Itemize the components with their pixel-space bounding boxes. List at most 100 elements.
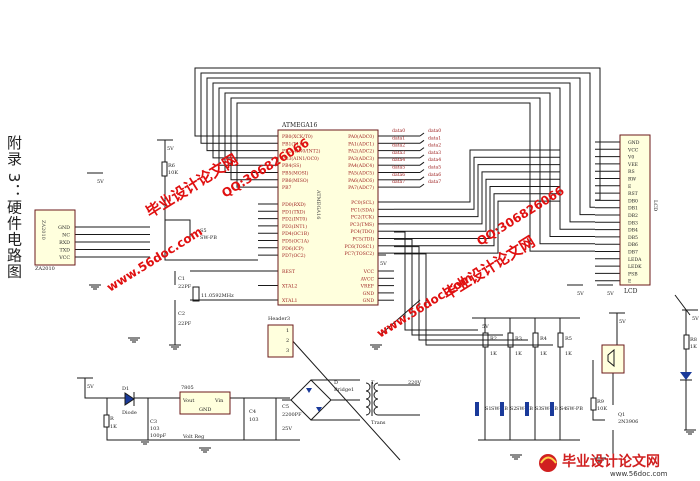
led-r-ref: R8 bbox=[690, 337, 697, 343]
wire bbox=[674, 294, 691, 316]
bridge-label: Bridge1 bbox=[334, 387, 354, 393]
switch-resistor bbox=[482, 332, 489, 348]
header-pin-3: 3 bbox=[286, 348, 289, 354]
switch-button bbox=[475, 402, 479, 416]
cap-c4-val: 103 bbox=[249, 417, 259, 423]
switch-label: SW-PB bbox=[541, 406, 558, 412]
regulator-vout: Vout bbox=[182, 398, 194, 404]
header3: Header3 1 2 3 bbox=[267, 316, 294, 358]
mcu-right-pin-label: GND bbox=[363, 291, 375, 297]
page-title: 附录 3：硬件电路图 bbox=[5, 135, 23, 279]
mcu-left-pin-label: PD3(INT1) bbox=[282, 223, 307, 230]
switch-resistor-val: 1K bbox=[565, 351, 572, 357]
wire bbox=[419, 132, 425, 137]
header-label: Header3 bbox=[268, 316, 290, 322]
wire bbox=[419, 183, 425, 188]
supply-label: 5V bbox=[380, 261, 387, 267]
wire bbox=[165, 219, 191, 240]
mcu-left-pin-label: PD2(INT0) bbox=[282, 216, 307, 223]
regulator-gnd: GND bbox=[199, 407, 211, 413]
mcu-left-pin-label: PD6(ICP) bbox=[282, 245, 304, 252]
supply-label: 5V bbox=[167, 146, 174, 152]
lcd-pin-label: LEDA bbox=[628, 257, 642, 263]
wire bbox=[419, 147, 425, 152]
cap-c3-val: 103 bbox=[150, 426, 160, 432]
lcd-pin-label: V0 bbox=[627, 155, 634, 161]
data-label-bus: data6 bbox=[428, 172, 441, 178]
mcu-right-pin-label: PA3(ADC3) bbox=[348, 155, 374, 162]
wire bbox=[394, 186, 560, 239]
supply-label: 5V bbox=[692, 316, 699, 322]
cap-c5-val: 2200PF bbox=[282, 412, 302, 418]
switch-button bbox=[525, 402, 529, 416]
supply-label: 5V bbox=[619, 319, 626, 325]
cap-c4-ref: C4 bbox=[249, 409, 256, 415]
cap-c3-ref: C3 bbox=[150, 419, 157, 425]
lcd-module: LCD LCD GNDVCCV0VEERSRWERSTDB0DB1DB2DB3D… bbox=[619, 134, 658, 295]
uart-pin-label: RXD bbox=[59, 240, 70, 246]
wire bbox=[394, 200, 560, 254]
mcu-left-pin-label: PB5(MOSI) bbox=[282, 170, 309, 177]
mcu-right-pin-label: PA1(ADC1) bbox=[348, 140, 374, 147]
wire bbox=[394, 246, 528, 341]
switch-button bbox=[550, 402, 554, 416]
mcu-right-pin-label: PC3(TMS) bbox=[350, 221, 374, 228]
switch-resistor-ref: R4 bbox=[540, 336, 547, 342]
data-label-bus: data7 bbox=[428, 179, 441, 185]
lcd-pin-label: E bbox=[628, 279, 631, 285]
switch-ref: S1 bbox=[485, 406, 492, 412]
switch-resistor bbox=[532, 332, 539, 348]
lcd-pin-label: E bbox=[628, 184, 631, 190]
bridge-ref: D bbox=[334, 380, 338, 386]
supply-label: 5V bbox=[87, 384, 94, 390]
diode-ref: D1 bbox=[122, 386, 129, 392]
wire bbox=[394, 164, 560, 218]
transformer-coil bbox=[365, 398, 371, 408]
mcu-left-pin-label: PB2(AIN0/INT2) bbox=[282, 148, 321, 155]
wire bbox=[394, 253, 553, 346]
mcu-label: ATMEGA16 bbox=[281, 122, 317, 129]
supply-label: 5V bbox=[97, 179, 104, 185]
wire bbox=[592, 410, 605, 421]
data-label-mcu: data1 bbox=[392, 135, 405, 141]
lcd-pin-label: DB6 bbox=[628, 242, 638, 248]
lcd-pin-label: RS bbox=[628, 169, 635, 175]
uart-pin-label: GND bbox=[58, 225, 70, 231]
buzzer-r-val: 10K bbox=[597, 406, 607, 412]
transformer-coil bbox=[373, 398, 379, 408]
power-supply: 7805 Vout Vin GND Volt Reg D1 Diode R 1K… bbox=[103, 379, 422, 440]
mcu-left-pin-label: PB7 bbox=[282, 185, 291, 191]
mcu-left-pin-label: PB6(MISO) bbox=[282, 177, 309, 184]
lcd-pin-label: DB0 bbox=[628, 198, 638, 204]
trans-ref: T bbox=[371, 380, 375, 386]
mcu-left-pin-label: PB0(XCK/T0) bbox=[282, 133, 313, 140]
transformer-coil bbox=[365, 406, 371, 416]
wire bbox=[236, 102, 595, 252]
data-label-mcu: data0 bbox=[392, 128, 405, 134]
switch-label: SW-PB bbox=[566, 406, 583, 412]
wire bbox=[212, 82, 595, 223]
lcd-name: LCD bbox=[652, 200, 658, 211]
mcu-left-pins: PB0(XCK/T0)PB1(T1)PB2(AIN0/INT2)PB3(AIN1… bbox=[282, 133, 321, 304]
lcd-pin-label: LEDK bbox=[628, 264, 642, 270]
buzzer-q-ref: Q1 bbox=[618, 412, 625, 418]
regulator-label: 7805 bbox=[181, 385, 194, 391]
wire bbox=[200, 72, 595, 208]
led-r-val: 1K bbox=[690, 344, 697, 350]
switch-resistor-val: 1K bbox=[490, 351, 497, 357]
regulator-note: Volt Reg bbox=[182, 434, 205, 440]
mcu-right-pin-label: PC1(SDA) bbox=[351, 206, 374, 213]
mcu-right-pin-label: VCC bbox=[363, 269, 375, 275]
cap-100pf: 100pF bbox=[150, 433, 167, 439]
lcd-pin-label: DB3 bbox=[628, 220, 638, 226]
data-label-mcu: data5 bbox=[392, 165, 405, 171]
reset-sw-label: SW-PB bbox=[200, 235, 217, 241]
crystal-label: 11.0592MHz bbox=[201, 293, 234, 299]
mcu-left-pin-label: PD7(OC2) bbox=[282, 252, 306, 259]
data-label-bus: data4 bbox=[428, 157, 441, 163]
data-label-mcu: data7 bbox=[392, 179, 405, 185]
